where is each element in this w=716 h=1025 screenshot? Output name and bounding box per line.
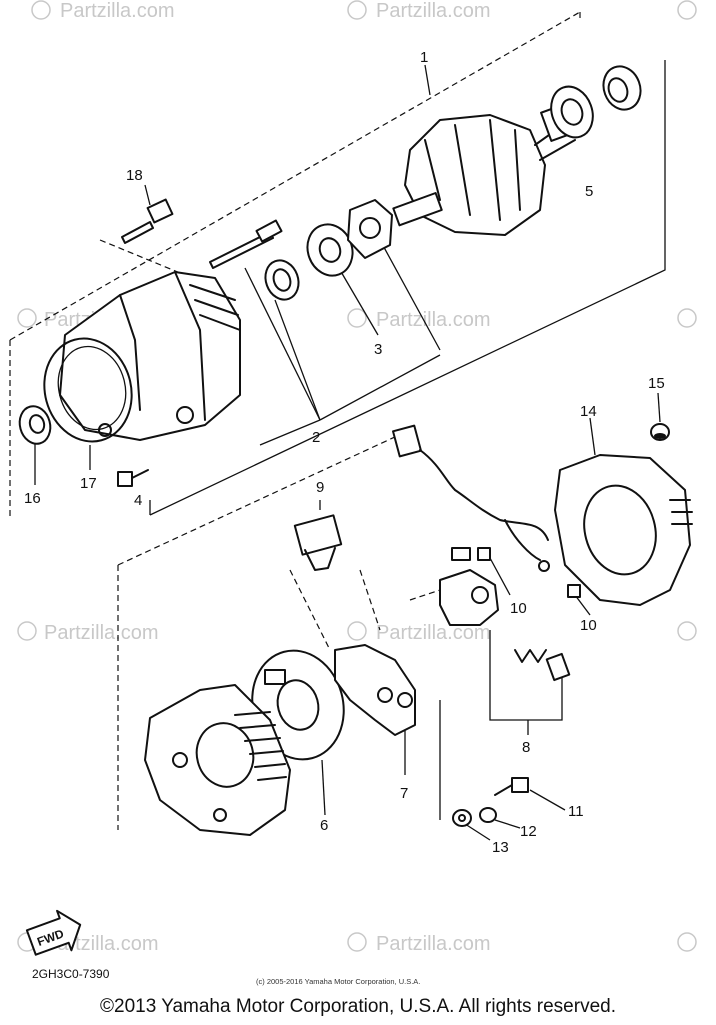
- part-label: 1: [420, 49, 428, 66]
- watermark: Partzilla.com: [347, 932, 490, 955]
- rear-housing: [144, 684, 291, 836]
- diagram-code: 2GH3C0-7390: [32, 967, 110, 981]
- svg-text:Partzilla.com: Partzilla.com: [376, 309, 490, 331]
- front-housing: [59, 271, 241, 441]
- assembly-outline-lower: [117, 429, 411, 830]
- part-label: 8: [522, 739, 530, 756]
- watermark: [677, 308, 697, 328]
- o-ring-17: [43, 337, 133, 443]
- watermark: [677, 621, 697, 641]
- small-copyright: (c) 2005-2016 Yamaha Motor Corporation, …: [256, 977, 420, 986]
- screw-10b: [567, 584, 581, 598]
- svg-text:Partzilla.com: Partzilla.com: [44, 622, 158, 644]
- brush-spring-8: [514, 649, 571, 682]
- svg-text:Partzilla.com: Partzilla.com: [376, 933, 490, 955]
- washer-12: [479, 807, 497, 823]
- part-label: 5: [585, 183, 593, 200]
- part-labels: 1 2 3 4 5 6 7 8 9 10 10 11 12 13 14 15 1…: [24, 49, 665, 856]
- cap-nut-15: [650, 423, 670, 441]
- forward-arrow: FWD: [25, 909, 82, 956]
- watermark: Partzilla.com: [347, 0, 490, 22]
- wire-harness: [392, 424, 550, 572]
- part-label: 10: [580, 617, 597, 634]
- svg-text:Partzilla.com: Partzilla.com: [60, 0, 174, 22]
- bearing-cap: [602, 65, 642, 111]
- part-label: 6: [320, 817, 328, 834]
- watermark: Partzilla.com: [17, 621, 158, 644]
- svg-text:Partzilla.com: Partzilla.com: [376, 622, 490, 644]
- screw-4: [117, 469, 149, 487]
- part-label: 14: [580, 403, 597, 420]
- part-label: 13: [492, 839, 509, 856]
- part-label: 18: [126, 167, 143, 184]
- part-label: 2: [312, 429, 320, 446]
- part-label: 10: [510, 600, 527, 617]
- part-label: 9: [316, 479, 324, 496]
- watermark: Partzilla.com: [347, 621, 490, 644]
- seal-16: [18, 405, 52, 445]
- rectifier-9: [293, 514, 343, 571]
- part-label: 7: [400, 785, 408, 802]
- bearing-retainer: [347, 199, 393, 259]
- screw-10a: [477, 547, 491, 561]
- part-label: 17: [80, 475, 97, 492]
- part-label: 12: [520, 823, 537, 840]
- part-label: 16: [24, 490, 41, 507]
- part-label: 11: [568, 803, 584, 820]
- assembly-outline-upper: [9, 11, 581, 520]
- svg-text:Partzilla.com: Partzilla.com: [376, 0, 490, 22]
- part-label: 4: [134, 492, 142, 509]
- footer-copyright: ©2013 Yamaha Motor Corporation, U.S.A. A…: [100, 996, 616, 1017]
- bearing-rear: [550, 85, 594, 139]
- part-label: 15: [648, 375, 665, 392]
- washer-13: [452, 809, 472, 827]
- through-bolt-long: [209, 219, 283, 269]
- screw-11: [494, 777, 529, 796]
- watermark: [677, 932, 697, 952]
- regulator-plate-7: [334, 644, 416, 736]
- bolt-18: [121, 198, 174, 244]
- rear-cover: [554, 454, 693, 606]
- watermark: Partzilla.com: [347, 308, 490, 331]
- watermark: Partzilla.com: [31, 0, 174, 22]
- watermark: [677, 0, 697, 20]
- spacer-ring: [264, 259, 300, 301]
- part-label: 3: [374, 341, 382, 358]
- brush-holder: [439, 547, 499, 626]
